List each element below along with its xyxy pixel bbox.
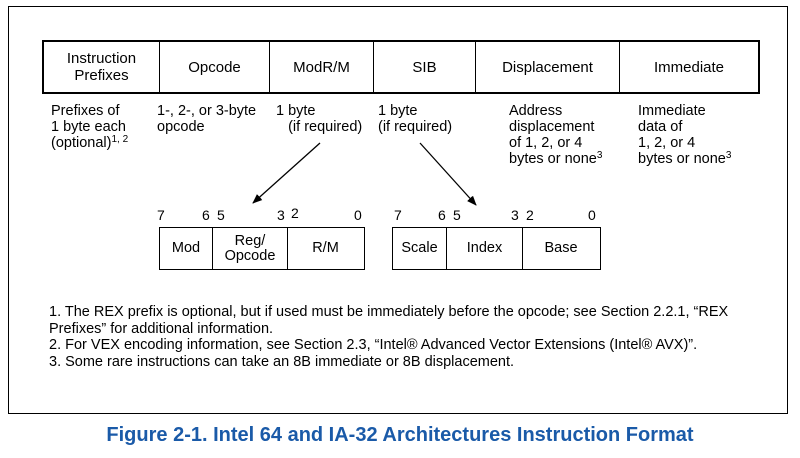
desc-displacement: Address displacement of 1, 2, or 4 bytes… <box>509 103 603 167</box>
desc-displacement-footnote: 3 <box>596 150 603 161</box>
modrm-bit-3: 3 <box>277 207 285 223</box>
sib-bit-6: 6 <box>438 207 446 223</box>
sib-index: Index <box>447 228 523 269</box>
field-modrm: ModR/M <box>270 42 374 92</box>
sib-bit-2: 2 <box>526 207 534 223</box>
modrm-reg-opcode: Reg/ Opcode <box>213 228 288 269</box>
figure-caption: Figure 2-1. Intel 64 and IA-32 Architect… <box>106 424 694 446</box>
modrm-bit-6: 6 <box>202 207 210 223</box>
modrm-bit-7: 7 <box>157 207 165 223</box>
sib-byte-box: Scale Index Base <box>392 227 601 270</box>
desc-modrm: 1 byte (if required) <box>276 103 363 135</box>
modrm-bit-0: 0 <box>354 207 362 223</box>
footnote-1: 1. The REX prefix is optional, but if us… <box>49 304 729 337</box>
modrm-mod: Mod <box>160 228 213 269</box>
footnotes: 1. The REX prefix is optional, but if us… <box>49 304 769 370</box>
sib-arrow <box>419 142 477 206</box>
sib-bit-0: 0 <box>588 207 596 223</box>
sib-bit-7: 7 <box>394 207 402 223</box>
figure-frame <box>8 6 788 414</box>
desc-immediate: Immediate data of 1, 2, or 4 bytes or no… <box>638 103 732 167</box>
field-prefixes: Instruction Prefixes <box>44 42 160 92</box>
sib-scale: Scale <box>393 228 447 269</box>
sib-base: Base <box>544 240 578 256</box>
field-sib: SIB <box>374 42 476 92</box>
desc-opcode: 1-, 2-, or 3-byte opcode <box>157 103 257 135</box>
desc-prefixes: Prefixes of 1 byte each (optional)1, 2 <box>51 103 129 151</box>
field-displacement: Displacement <box>476 42 620 92</box>
modrm-arrow <box>252 142 321 204</box>
desc-sib: 1 byte (if required) <box>378 103 453 135</box>
modrm-byte-box: Mod Reg/ Opcode R/M <box>159 227 365 270</box>
field-opcode: Opcode <box>160 42 270 92</box>
modrm-bit-2: 2 <box>291 205 299 221</box>
instruction-format-bar: Instruction Prefixes Opcode ModR/M SIB D… <box>42 40 760 94</box>
desc-prefixes-footnote: 1, 2 <box>111 134 129 145</box>
modrm-bit-5: 5 <box>217 207 225 223</box>
footnote-2: 2. For VEX encoding information, see Sec… <box>49 337 698 353</box>
footnote-3: 3. Some rare instructions can take an 8B… <box>49 353 515 370</box>
field-immediate: Immediate <box>653 58 725 76</box>
desc-immediate-footnote: 3 <box>725 150 732 161</box>
modrm-rm: R/M <box>312 240 339 256</box>
sib-bit-5: 5 <box>453 207 461 223</box>
sib-bit-3: 3 <box>511 207 519 223</box>
